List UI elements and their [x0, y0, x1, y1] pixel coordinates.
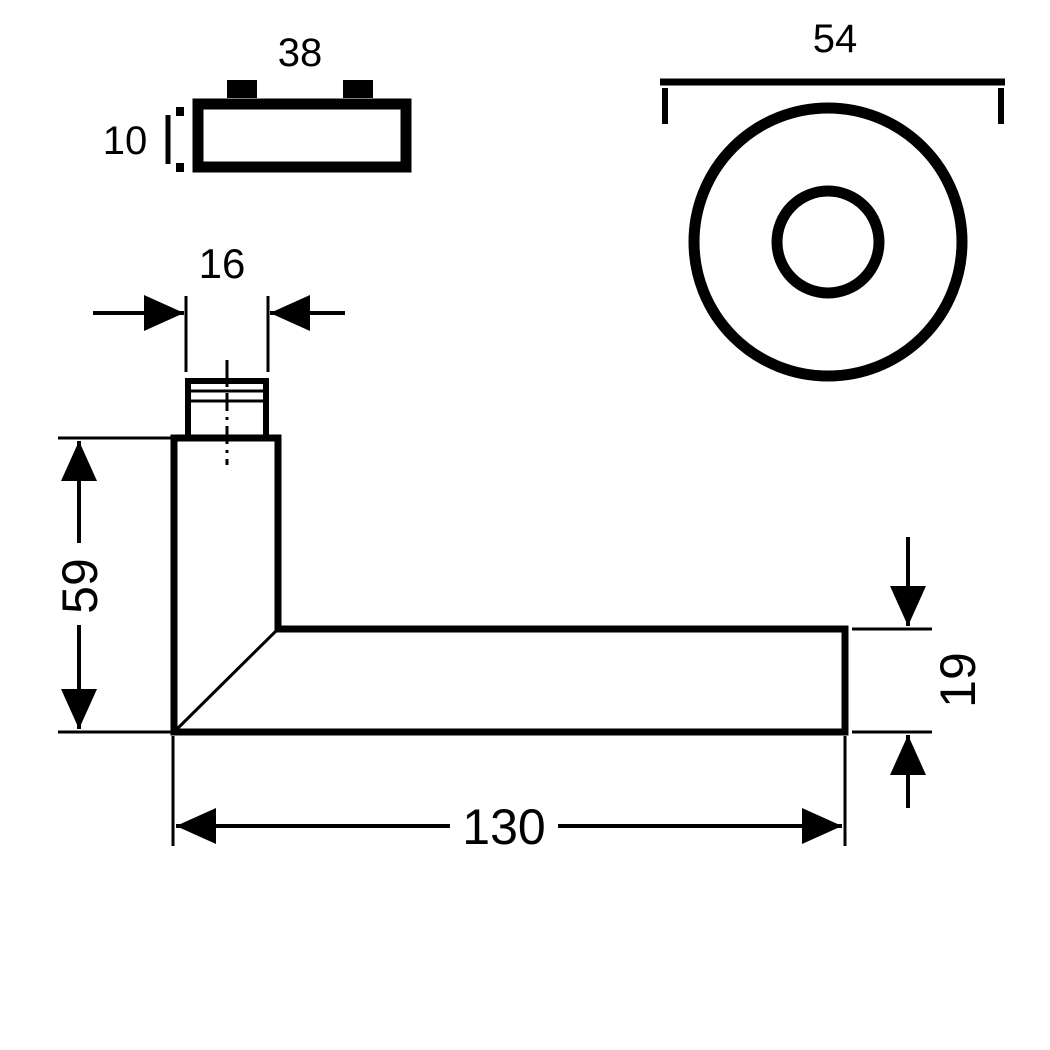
rosette-inner-circle	[771, 185, 885, 299]
top-width-label: 38	[278, 31, 323, 75]
length-label: 130	[462, 799, 545, 855]
spindle-width-label: 16	[199, 240, 246, 287]
rosette-view: 54	[660, 17, 1005, 382]
top-height-tick-upper	[176, 107, 184, 116]
grip-thickness-label: 19	[930, 652, 986, 708]
top-height-label: 10	[103, 119, 148, 163]
top-view-outline	[192, 98, 412, 173]
top-view: 38 10	[103, 31, 412, 173]
rosette-outer-circle	[688, 102, 968, 382]
top-height-tick-lower	[176, 163, 184, 172]
top-view-tab-left	[227, 80, 257, 98]
side-view: 16 59 19 130	[52, 240, 986, 855]
handle-bend-line	[173, 628, 279, 733]
rosette-diameter-label: 54	[813, 17, 858, 61]
handle-body-outline	[170, 434, 849, 736]
top-view-tab-right	[343, 80, 373, 98]
height-label: 59	[52, 558, 108, 614]
